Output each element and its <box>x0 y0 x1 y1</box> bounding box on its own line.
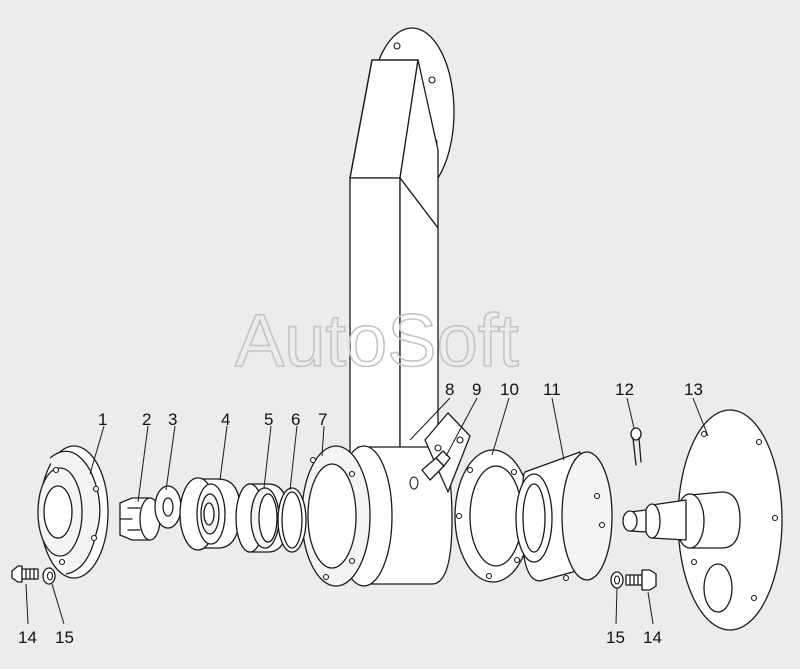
callout-6: 6 <box>291 410 300 429</box>
callout-12: 12 <box>615 380 634 399</box>
callout-4: 4 <box>221 410 230 429</box>
callout-14-right: 14 <box>643 628 662 647</box>
washer-15-right <box>610 571 624 589</box>
callout-labels: 1 2 3 4 5 6 7 8 9 10 11 12 13 14 15 15 1… <box>18 380 703 647</box>
callout-9: 9 <box>472 380 481 399</box>
seal-ring-5 <box>235 483 289 553</box>
cotter-pin-12 <box>630 427 642 466</box>
flange-shaft-13 <box>622 409 783 631</box>
leader-lines <box>25 397 709 625</box>
callout-2: 2 <box>142 410 151 429</box>
callout-14-left: 14 <box>18 628 37 647</box>
callout-10: 10 <box>500 380 519 399</box>
o-ring-6 <box>277 487 307 553</box>
callout-11: 11 <box>543 380 561 399</box>
washer-15-left <box>42 567 56 585</box>
callout-8: 8 <box>445 380 454 399</box>
callout-7: 7 <box>318 410 327 429</box>
washer-3 <box>154 485 182 529</box>
castle-nut-2 <box>119 497 161 541</box>
callout-15-left: 15 <box>55 628 74 647</box>
grease-fitting-9 <box>421 450 451 481</box>
callout-15-right: 15 <box>606 628 625 647</box>
callout-5: 5 <box>264 410 273 429</box>
callout-13: 13 <box>684 380 703 399</box>
watermark-text: AutoSoft <box>235 299 519 382</box>
cover-1 <box>37 445 109 579</box>
callout-1: 1 <box>98 410 107 429</box>
hub-housing-7 <box>301 412 471 587</box>
bearing-4 <box>179 477 241 551</box>
lever-arm <box>349 27 455 463</box>
callout-3: 3 <box>168 410 177 429</box>
bolt-14-right <box>625 569 657 591</box>
bushing-11 <box>515 451 613 582</box>
bolt-14-left <box>11 565 39 583</box>
